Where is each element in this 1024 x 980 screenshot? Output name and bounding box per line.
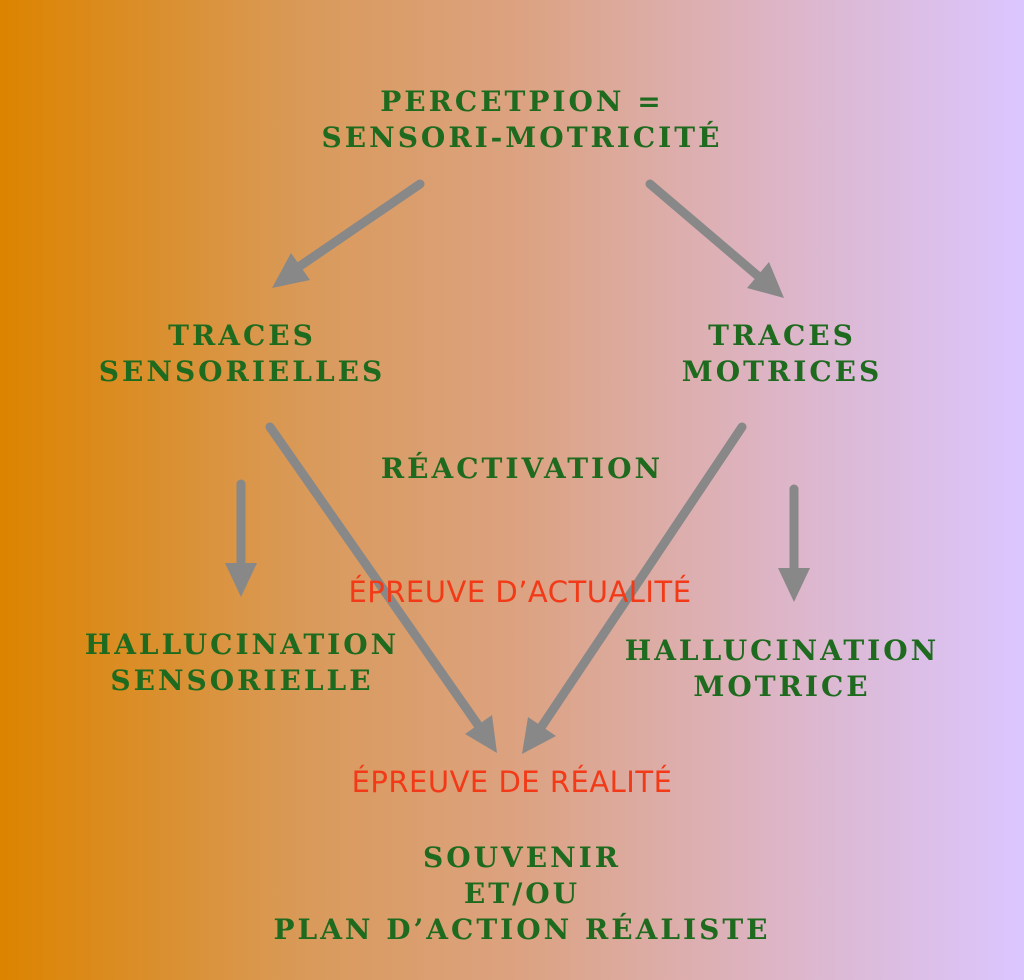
label-epreuve-actualite: ÉPREUVE D’ACTUALITÉ	[300, 574, 740, 610]
node-hallucination-sensorielle-line-1: HALLUCINATION	[84, 628, 400, 661]
node-perception-line-1: PERCETPION =	[380, 85, 664, 118]
node-perception-line-2: SENSORI-MOTRICITÉ	[321, 121, 723, 154]
arrow-traces-sensorielles-to-hallucination	[225, 479, 257, 597]
node-hallucination-sensorielle: HALLUCINATION SENSORIELLE	[42, 627, 442, 699]
label-epreuve-actualite-text: ÉPREUVE D’ACTUALITÉ	[348, 575, 692, 609]
node-souvenir-line-3: PLAN D’ACTION RÉALISTE	[273, 913, 771, 946]
node-hallucination-sensorielle-line-2: SENSORIELLE	[110, 664, 374, 697]
label-epreuve-realite: ÉPREUVE DE RÉALITÉ	[300, 764, 724, 800]
node-perception: PERCETPION = SENSORI-MOTRICITÉ	[272, 84, 772, 156]
arrow-traces-sensorielles-to-realite	[265, 422, 497, 753]
node-hallucination-motrice-line-1: HALLUCINATION	[624, 634, 940, 667]
node-souvenir-line-1: SOUVENIR	[422, 841, 622, 874]
node-traces-motrices-line-1: TRACES	[708, 319, 856, 352]
node-souvenir-line-2: ET/OU	[463, 877, 581, 910]
node-traces-motrices: TRACES MOTRICES	[622, 318, 942, 390]
arrow-traces-motrices-to-realite	[522, 422, 747, 754]
node-traces-sensorielles-line-2: SENSORIELLES	[98, 355, 386, 388]
node-souvenir: SOUVENIR ET/OU PLAN D’ACTION RÉALISTE	[212, 840, 832, 948]
arrow-traces-motrices-to-hallucination	[778, 484, 810, 602]
node-traces-sensorielles-line-1: TRACES	[168, 319, 316, 352]
arrow-perception-to-traces-motrices	[645, 179, 784, 298]
label-reactivation: RÉACTIVATION	[322, 451, 722, 487]
node-traces-motrices-line-2: MOTRICES	[681, 355, 883, 388]
node-hallucination-motrice: HALLUCINATION MOTRICE	[582, 633, 982, 705]
label-reactivation-text: RÉACTIVATION	[380, 452, 664, 485]
node-hallucination-motrice-line-2: MOTRICE	[693, 670, 871, 703]
label-epreuve-realite-text: ÉPREUVE DE RÉALITÉ	[351, 765, 673, 799]
arrow-perception-to-traces-sensorielles	[272, 179, 425, 288]
node-traces-sensorielles: TRACES SENSORIELLES	[62, 318, 422, 390]
